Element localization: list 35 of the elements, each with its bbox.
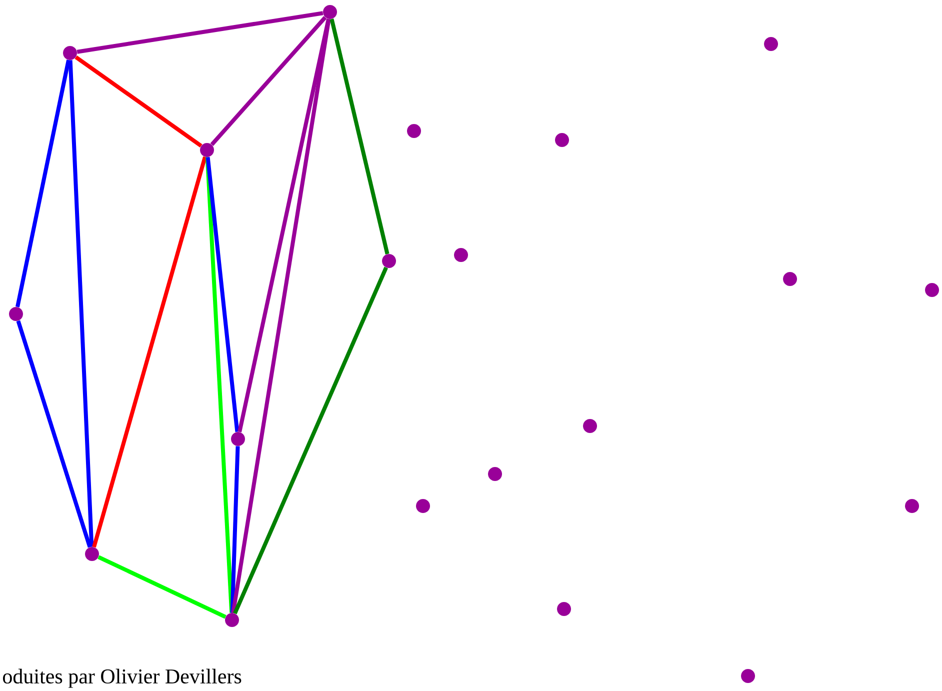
- point-dot: [382, 254, 396, 268]
- point-dot: [225, 613, 239, 627]
- segment: [230, 446, 240, 613]
- segment: [68, 60, 94, 547]
- segment: [330, 18, 390, 254]
- point-dot: [9, 307, 23, 321]
- segment: [210, 16, 327, 146]
- segment: [205, 157, 234, 613]
- point-dot: [454, 248, 468, 262]
- point-dot: [905, 499, 919, 513]
- segment: [76, 11, 324, 54]
- point-dot: [407, 124, 421, 138]
- point-dot: [63, 46, 77, 60]
- segment: [233, 266, 388, 614]
- point-dot: [783, 272, 797, 286]
- segment: [231, 18, 331, 614]
- segment: [16, 320, 92, 548]
- point-dot: [323, 5, 337, 19]
- point-dot: [488, 467, 502, 481]
- segment: [74, 56, 202, 148]
- point-dot: [925, 283, 939, 297]
- point-dot: [85, 547, 99, 561]
- point-dot: [557, 602, 571, 616]
- segment: [98, 555, 226, 619]
- segment: [92, 156, 207, 548]
- point-dot: [200, 143, 214, 157]
- point-dot: [741, 669, 755, 683]
- credit-text: oduites par Olivier Devillers: [3, 668, 242, 688]
- segment: [16, 60, 70, 308]
- point-dot: [231, 432, 245, 446]
- segment: [206, 156, 240, 432]
- point-dot: [583, 419, 597, 433]
- point-dot: [416, 499, 430, 513]
- point-dot: [764, 37, 778, 51]
- point-dot: [555, 133, 569, 147]
